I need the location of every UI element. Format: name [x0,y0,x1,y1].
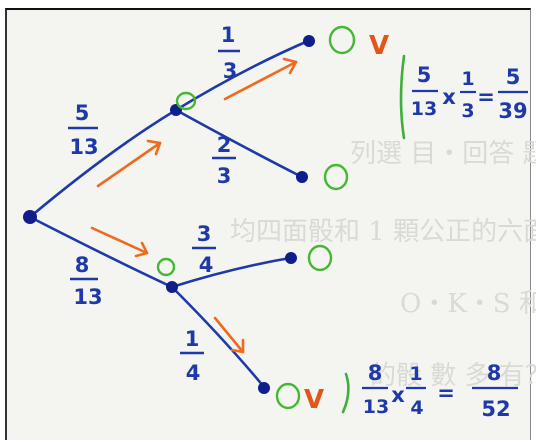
check-mark-bottom: V [304,385,324,415]
background-print: 列選 目・回答 題 的方 均四面骰和 1 顆公正的六面 O・K・S 和 空白？ … [230,139,536,391]
calc-result-denominator: 39 [498,99,527,123]
bracket-bottom [341,372,350,414]
node-leaf-3 [285,252,297,264]
calc-a-denominator: 13 [411,98,437,120]
circle-leaf-3-icon [307,244,333,272]
result-bottom-calc: 8 13 x 1 4 = 8 52 [362,361,518,421]
prob-first-upper: 5 13 [68,101,99,159]
prob-denominator: 4 [199,253,214,277]
node-root [23,210,37,224]
circle-upper-icon [175,91,197,111]
calc-result-denominator: 52 [481,397,510,421]
branch-lower-lower [170,285,266,389]
calc-result-numerator: 8 [487,361,502,385]
prob-upper-upper: 1 3 [218,23,240,83]
prob-lower-lower: 1 4 [180,327,204,385]
prob-upper-lower: 2 3 [212,133,236,188]
branch-lower-upper [170,256,292,289]
calc-b-numerator: 1 [461,68,474,90]
nodes [23,35,315,394]
node-leaf-4 [258,382,270,394]
ghost-line-1: 列選 目・回答 題 的方 [350,139,536,169]
node-leaf-1 [303,35,315,47]
bracket-top [399,54,406,140]
prob-denominator: 3 [223,59,238,83]
prob-numerator: 5 [75,101,90,125]
paper-sheet [5,8,531,440]
arrow-4-icon [213,316,245,354]
check-mark-top: V [369,31,389,61]
equals-sign: = [437,381,455,405]
calc-result-numerator: 5 [506,65,521,89]
path-arrows [90,57,298,354]
ghost-line-4: 的骰 數 多 有？ [370,361,536,391]
prob-numerator: 2 [217,133,232,157]
times-sign: x [442,85,456,109]
arrow-1-icon [96,139,162,188]
prob-numerator: 8 [75,253,90,277]
circle-lower-icon [156,257,176,277]
circle-leaf-1-icon [328,25,356,55]
circle-leaf-2-icon [323,163,349,191]
calc-b-denominator: 4 [410,397,423,419]
branch-upper-lower [174,108,304,179]
prob-numerator: 1 [221,23,236,47]
branch-first-lower [28,215,174,289]
node-leaf-2 [296,171,308,183]
times-sign: x [391,383,405,407]
equals-sign: = [477,85,495,109]
calc-a-numerator: 5 [417,63,432,87]
prob-first-lower: 8 13 [70,253,103,309]
node-lower [166,281,178,293]
prob-numerator: 3 [197,222,212,246]
calc-b-denominator: 3 [461,100,474,122]
calc-b-numerator: 1 [409,363,422,385]
prob-denominator: 4 [186,361,201,385]
ghost-line-2: 均四面骰和 1 顆公正的六面 [230,217,536,247]
arrow-3-icon [90,226,149,258]
prob-numerator: 1 [185,327,200,351]
branch-upper-upper [174,39,310,112]
calc-a-numerator: 8 [368,361,383,385]
prob-denominator: 13 [73,285,102,309]
outcome-circles [156,25,356,410]
calc-a-denominator: 13 [363,396,389,418]
result-brackets [341,54,406,414]
ghost-line-3: O・K・S 和 空白？ [400,289,536,319]
branches [28,39,310,389]
arrow-2-icon [223,57,298,101]
prob-denominator: 3 [217,164,232,188]
branch-first-upper [28,108,178,219]
prob-lower-upper: 3 4 [192,222,216,277]
prob-denominator: 13 [69,135,98,159]
result-top-calc: 5 13 x 1 3 = 5 39 [411,63,528,123]
branch-probabilities: 5 13 8 13 1 3 2 3 3 4 [68,23,240,385]
circle-leaf-4-icon [275,382,301,410]
